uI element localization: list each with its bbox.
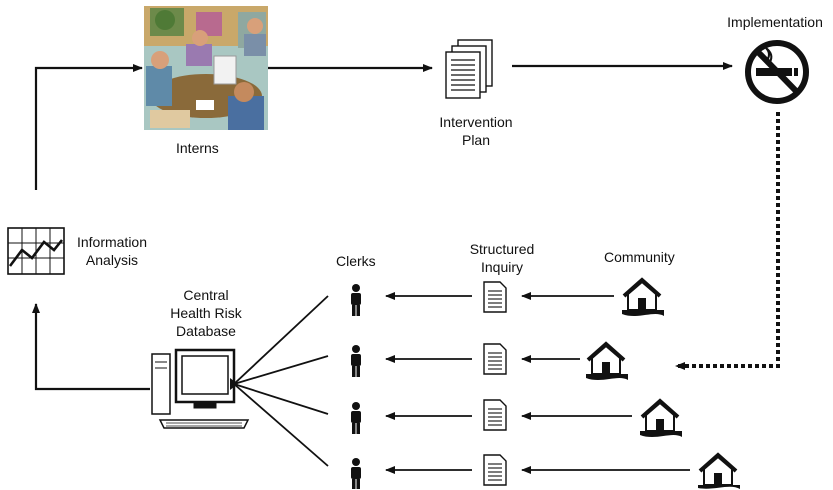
- structured-inquiry-label: Structured Inquiry: [456, 240, 548, 276]
- clerks-label: Clerks: [336, 253, 376, 269]
- database-label: Central Health Risk Database: [156, 286, 256, 340]
- structured-inquiry-label-line1: Structured: [469, 241, 535, 257]
- line-chart-icon: [7, 227, 65, 275]
- implementation-label: Implementation: [727, 14, 823, 30]
- intervention-plan-label-line2: Plan: [461, 132, 491, 148]
- computer-icon: [151, 348, 250, 429]
- clerk-1-person-icon: [351, 284, 361, 316]
- inquiry-3-document-icon: [483, 399, 507, 431]
- house-1-icon: [622, 277, 664, 316]
- community-label: Community: [604, 249, 675, 265]
- meeting-clipart-icon: [144, 6, 268, 130]
- clerk-4-person-icon: [351, 458, 361, 489]
- information-analysis-label: Information Analysis: [68, 233, 156, 269]
- database-links: [233, 295, 329, 467]
- house-4-icon: [698, 452, 740, 489]
- dotted-arrow-implementation-to-community: [675, 112, 780, 370]
- interns-label: Interns: [176, 140, 219, 156]
- no-smoking-icon: [745, 40, 809, 104]
- database-label-line2: Health Risk: [170, 305, 242, 321]
- intervention-plan-label: Intervention Plan: [426, 113, 526, 149]
- house-3-icon: [640, 398, 682, 437]
- structured-inquiry-label-line2: Inquiry: [480, 259, 524, 275]
- house-2-icon: [586, 341, 628, 380]
- arrow-analysis-to-interns: [34, 64, 143, 190]
- clerk-3-person-icon: [351, 402, 361, 434]
- intervention-plan-label-line1: Intervention: [439, 114, 513, 130]
- document-stack-icon: [445, 39, 493, 99]
- inquiry-2-document-icon: [483, 343, 507, 375]
- information-analysis-label-line2: Analysis: [85, 252, 139, 268]
- information-analysis-label-line1: Information: [76, 234, 148, 250]
- inquiry-1-document-icon: [483, 281, 507, 313]
- database-connector: [230, 378, 238, 390]
- arrow-database-to-analysis: [32, 303, 150, 391]
- inquiry-4-document-icon: [483, 454, 507, 486]
- database-label-line3: Database: [176, 323, 236, 339]
- clerk-2-person-icon: [351, 345, 361, 377]
- database-label-line1: Central: [183, 287, 229, 303]
